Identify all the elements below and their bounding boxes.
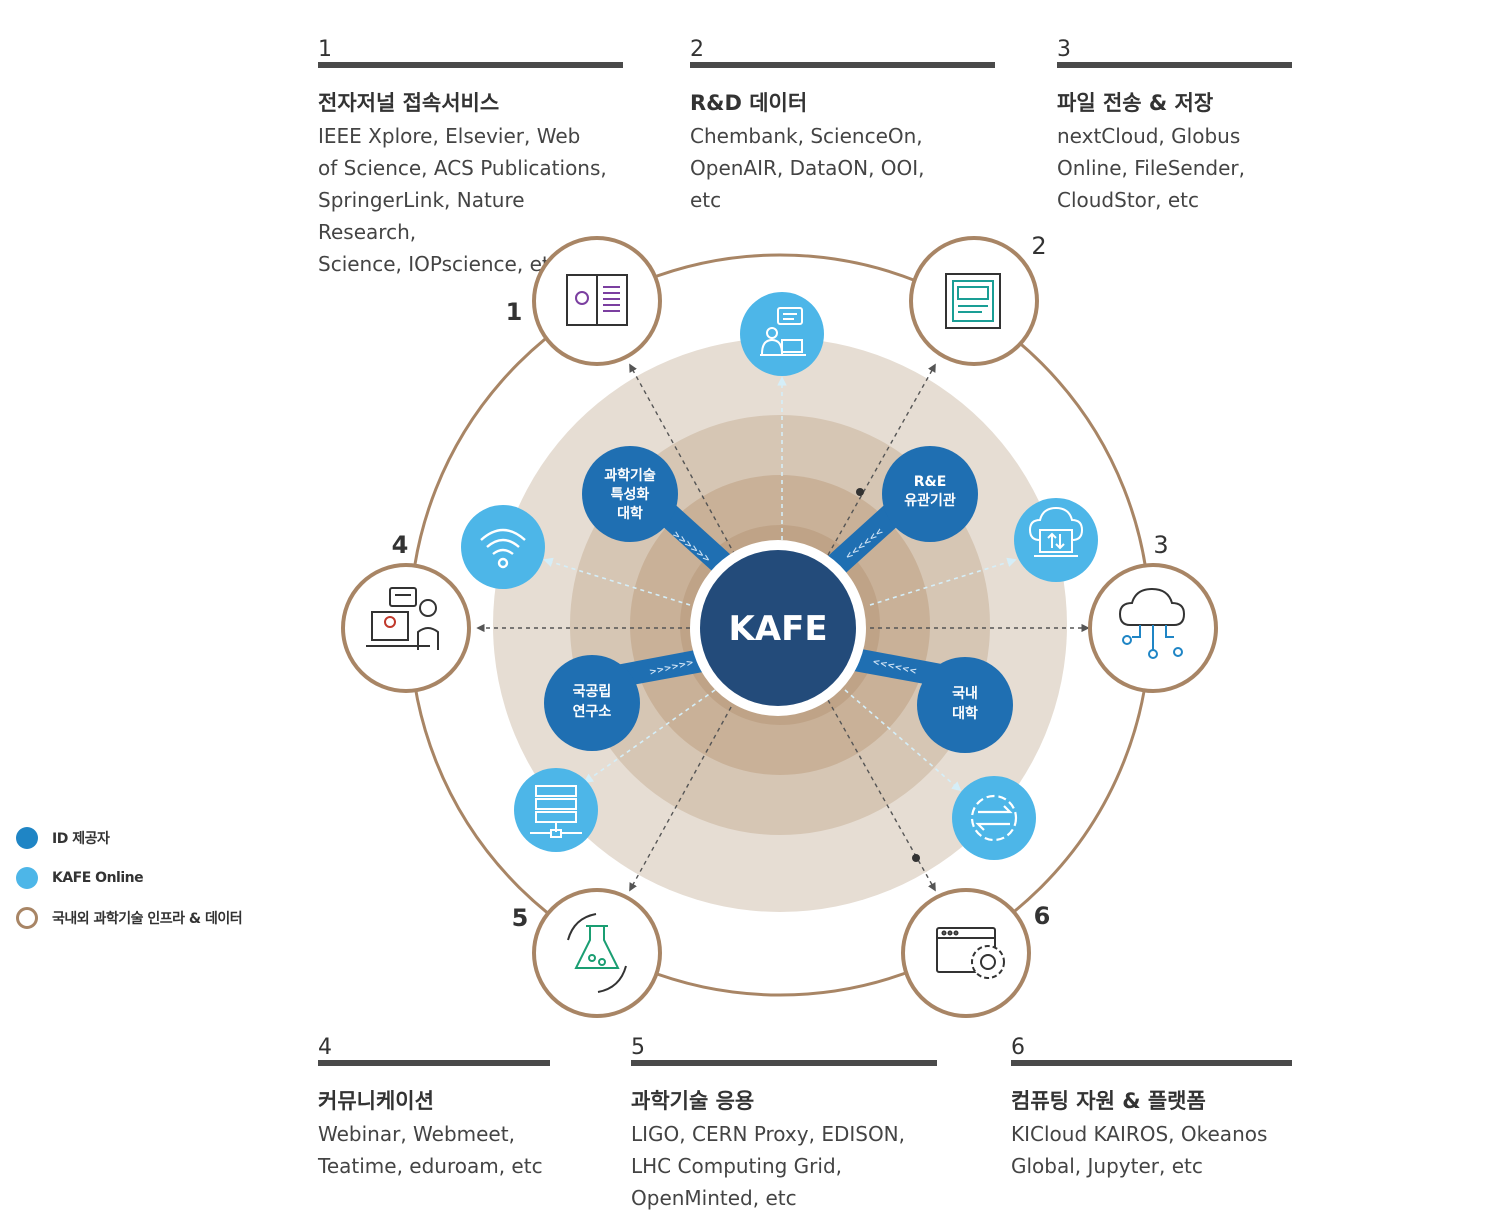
ring-node-data xyxy=(909,236,1039,366)
legend-swatch xyxy=(16,867,38,889)
wifi-icon xyxy=(480,528,526,569)
block-divider xyxy=(318,62,623,68)
block-divider xyxy=(318,1060,550,1066)
path-dot xyxy=(912,854,920,862)
block-title: 커뮤니케이션 xyxy=(318,1089,434,1113)
service-block-1: 1 전자저널 접속서비스 IEEE Xplore, Elsevier, Web … xyxy=(318,38,623,280)
block-description: Chembank, ScienceOn, OpenAIR, DataON, OO… xyxy=(690,124,925,212)
block-divider xyxy=(1011,1060,1292,1066)
server-icon xyxy=(530,785,582,838)
id-provider-node-2: R&E 유관기관 xyxy=(882,446,978,542)
block-number: 3 xyxy=(1057,37,1071,62)
provider-label-line: 대학 xyxy=(617,506,643,522)
block-title: 과학기술 응용 xyxy=(631,1089,755,1113)
service-block-4: 4 커뮤니케이션 Webinar, Webmeet, Teatime, edur… xyxy=(318,1036,550,1182)
block-description: IEEE Xplore, Elsevier, Web of Science, A… xyxy=(318,124,607,276)
ring-node-communication xyxy=(341,563,471,693)
kafe-label: KAFE xyxy=(728,609,827,649)
ring-node-journal xyxy=(532,236,662,366)
block-divider xyxy=(690,62,995,68)
transfer-arrows-icon xyxy=(970,794,1018,842)
block-title: 파일 전송 & 저장 xyxy=(1057,91,1214,115)
block-title: 전자저널 접속서비스 xyxy=(318,91,500,115)
ring-number-4: 4 xyxy=(392,531,409,559)
legend-item-id-provider: ID 제공자 xyxy=(16,818,242,858)
online-node-server xyxy=(514,768,598,852)
ring-number-6: 6 xyxy=(1034,902,1051,930)
computing-settings-icon xyxy=(936,927,1005,979)
service-block-6: 6 컴퓨팅 자원 & 플랫폼 KICloud KAIROS, Okeanos G… xyxy=(1011,1036,1292,1182)
ring-node-science xyxy=(532,888,662,1018)
provider-label-line: R&E xyxy=(914,474,947,490)
provider-label-line: 연구소 xyxy=(573,704,612,720)
dark-arrows xyxy=(476,363,1090,892)
block-title: 컴퓨팅 자원 & 플랫폼 xyxy=(1011,1089,1206,1113)
id-provider-node-1: 과학기술 특성화 대학 xyxy=(582,446,678,542)
online-node-wifi xyxy=(461,505,545,589)
service-block-3: 3 파일 전송 & 저장 nextCloud, Globus Online, F… xyxy=(1057,38,1292,216)
ring-number-3: 3 xyxy=(1153,531,1168,559)
cloud-transfer-icon xyxy=(1118,587,1186,659)
online-node-transfer xyxy=(952,776,1036,860)
block-number: 4 xyxy=(318,1035,332,1060)
block-description: nextCloud, Globus Online, FileSender, Cl… xyxy=(1057,124,1245,212)
provider-label-line: 대학 xyxy=(952,706,978,722)
block-number: 5 xyxy=(631,1035,645,1060)
legend-item-infrastructure: 국내외 과학기술 인프라 & 데이터 xyxy=(16,898,243,938)
block-divider xyxy=(631,1060,937,1066)
data-chip-icon xyxy=(945,273,1001,329)
block-description: LIGO, CERN Proxy, EDISON, LHC Computing … xyxy=(631,1122,906,1210)
block-title: R&D 데이터 xyxy=(690,91,808,115)
block-description: Webinar, Webmeet, Teatime, eduroam, etc xyxy=(318,1122,543,1178)
id-provider-node-4: 국내 대학 xyxy=(917,657,1013,753)
ring-node-cloud xyxy=(1088,563,1218,693)
legend-item-kafe-online: KAFE Online xyxy=(16,858,242,898)
service-block-2: 2 R&D 데이터 Chembank, ScienceOn, OpenAIR, … xyxy=(690,38,995,216)
service-block-5: 5 과학기술 응용 LIGO, CERN Proxy, EDISON, LHC … xyxy=(631,1036,937,1214)
ring-number-5: 5 xyxy=(512,904,529,932)
legend-swatch xyxy=(16,827,38,849)
user-chat-icon xyxy=(760,307,806,356)
block-number: 6 xyxy=(1011,1035,1025,1060)
kafe-center-node xyxy=(700,550,856,706)
legend-swatch xyxy=(16,907,38,929)
provider-label-line: 국공립 xyxy=(573,684,612,700)
path-dot xyxy=(856,488,864,496)
science-flask-icon xyxy=(567,913,627,993)
id-provider-node-3: 국공립 연구소 xyxy=(544,655,640,751)
block-number: 1 xyxy=(318,37,332,62)
communication-icon xyxy=(366,587,439,650)
legend-label: KAFE Online xyxy=(52,870,144,886)
legend-label: ID 제공자 xyxy=(52,831,110,847)
ring-number-2: 2 xyxy=(1031,232,1046,260)
legend-label: 국내외 과학기술 인프라 & 데이터 xyxy=(52,911,243,927)
cloud-upload-icon xyxy=(1028,506,1084,557)
provider-label-line: 특성화 xyxy=(611,487,650,503)
block-number: 2 xyxy=(690,37,704,62)
ring-number-1: 1 xyxy=(506,298,523,326)
online-node-user-chat xyxy=(740,292,824,376)
journal-icon xyxy=(566,274,628,326)
ring-node-computing xyxy=(901,888,1031,1018)
provider-label-line: 과학기술 xyxy=(604,468,656,484)
legend: ID 제공자 KAFE Online 국내외 과학기술 인프라 & 데이터 xyxy=(16,818,243,938)
block-description: KICloud KAIROS, Okeanos Global, Jupyter,… xyxy=(1011,1122,1268,1178)
online-node-cloud-upload xyxy=(1014,498,1098,582)
block-divider xyxy=(1057,62,1292,68)
light-arrows xyxy=(543,376,1017,792)
provider-label-line: 유관기관 xyxy=(904,492,956,509)
provider-label-line: 국내 xyxy=(952,686,978,702)
